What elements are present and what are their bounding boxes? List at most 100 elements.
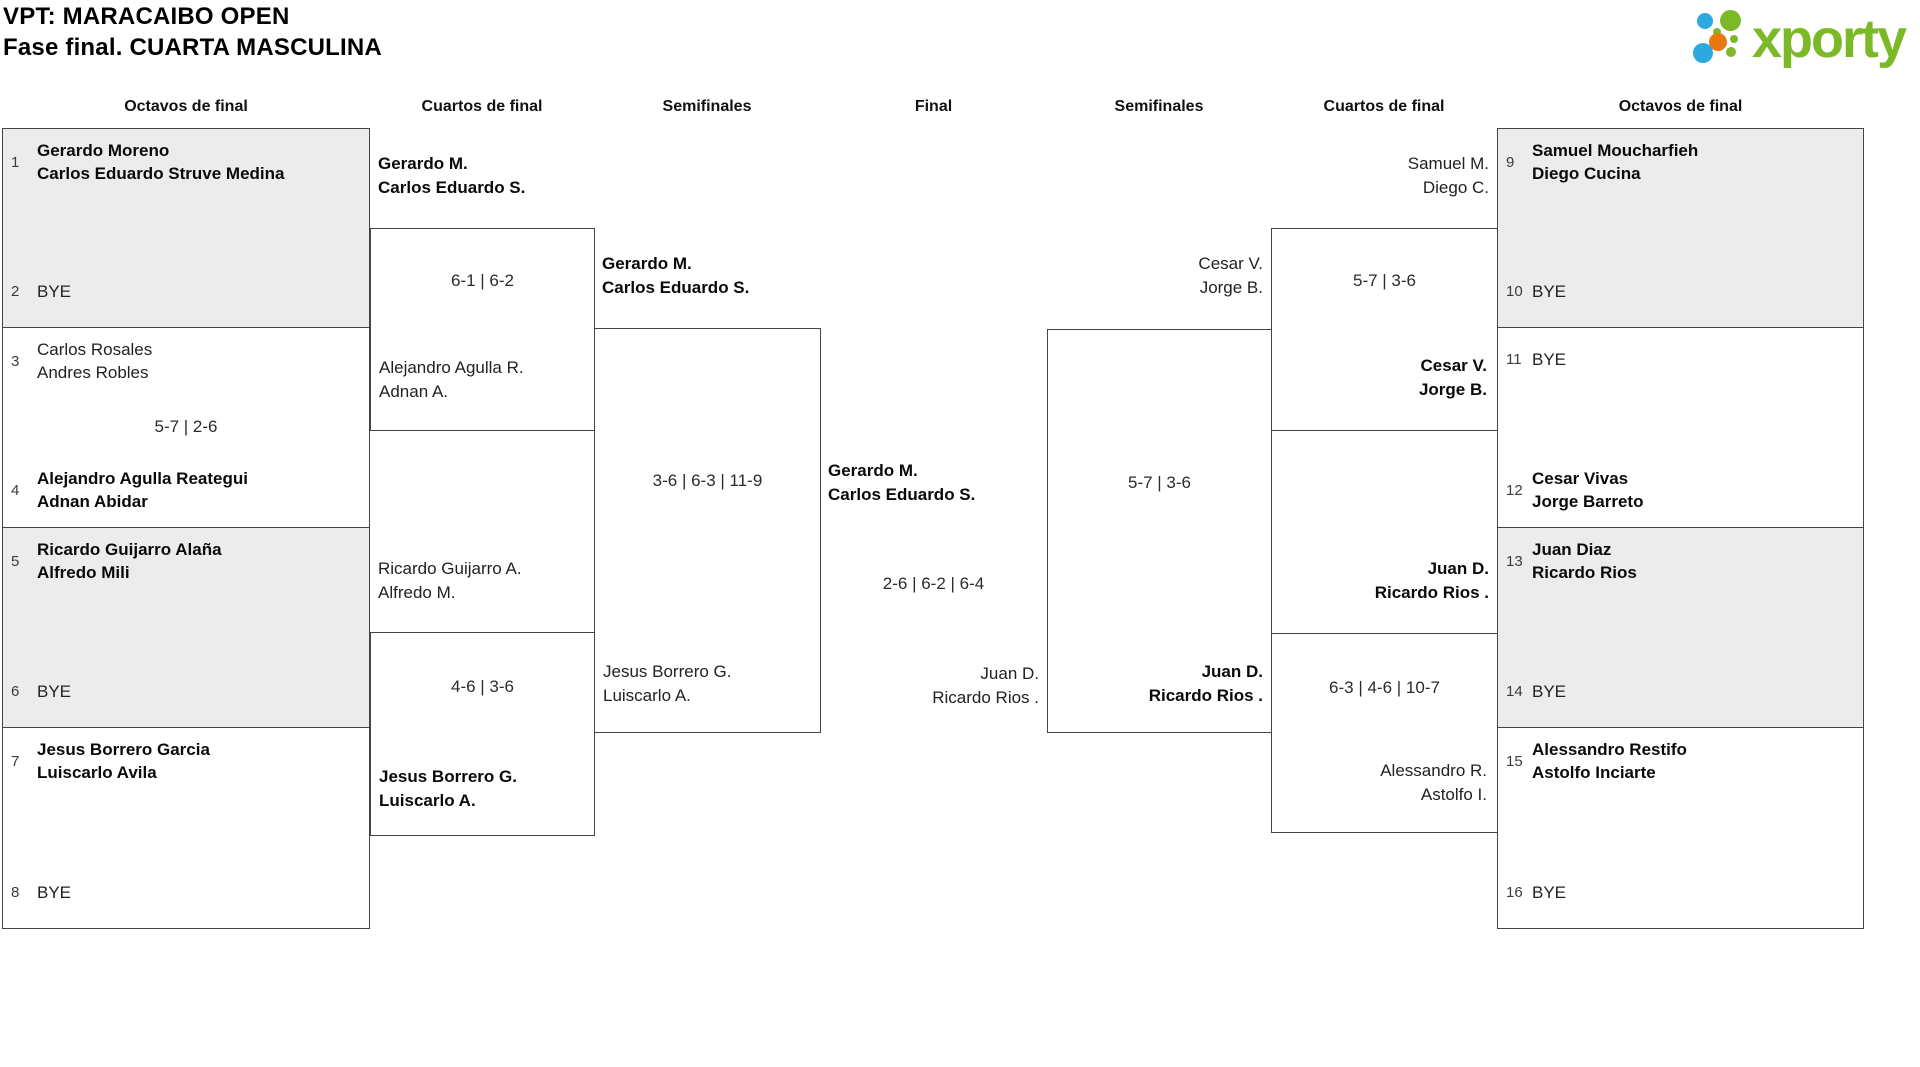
semifinal-right-box: 5-7 | 3-6 Juan D.Ricardo Rios .	[1047, 329, 1272, 733]
seed-number: 11	[1506, 351, 1522, 368]
match-score: 5-7 | 3-6	[1352, 271, 1416, 290]
team-names: BYE	[37, 682, 72, 701]
tournament-title: VPT: MARACAIBO OPEN	[3, 3, 290, 30]
cuartos-left-match-1: 6-1 | 6-2 Alejandro Agulla R.Adnan A.	[370, 228, 595, 431]
final-score: 2-6 | 6-2 | 6-4	[882, 574, 985, 593]
team-names: BYE	[1532, 682, 1567, 701]
logo-wordmark: xporty	[1752, 9, 1907, 69]
team-row: 11 BYE	[1506, 348, 1857, 371]
logo-dot-icon	[1720, 10, 1741, 31]
seed-number: 7	[11, 752, 20, 770]
cuartos-right-match-2: 6-3 | 4-6 | 10-7 Alessandro R.Astolfo I.	[1271, 633, 1498, 833]
team-names: BYE	[1532, 350, 1567, 369]
seed-number: 5	[11, 552, 20, 570]
logo-dot-icon	[1697, 13, 1713, 29]
team-label: Alessandro R.Astolfo I.	[1380, 761, 1487, 804]
round-header-octavos-left: Octavos de final	[124, 98, 248, 115]
phase-subtitle: Fase final. CUARTA MASCULINA	[3, 34, 382, 61]
match-score: 4-6 | 3-6	[450, 677, 514, 696]
seed-number: 13	[1506, 552, 1523, 570]
seed-number: 14	[1506, 683, 1523, 700]
seed-number: 10	[1506, 283, 1523, 300]
round-header-final: Final	[914, 98, 953, 115]
advancing-team-label: Samuel M.Diego C.	[1407, 154, 1489, 197]
round-header-cuartos-right: Cuartos de final	[1323, 98, 1445, 115]
seed-number: 8	[11, 884, 20, 901]
team-names: BYE	[37, 282, 72, 301]
team-label: Cesar V.Jorge B.	[1418, 356, 1487, 399]
logo-dot-icon	[1726, 47, 1736, 57]
seed-number: 3	[11, 352, 20, 370]
team-row: 16 BYE	[1506, 881, 1857, 904]
seed-number: 1	[11, 153, 20, 171]
team-names: BYE	[1532, 883, 1567, 902]
match-score: 6-3 | 4-6 | 10-7	[1329, 678, 1440, 697]
match-score: 6-1 | 6-2	[450, 271, 514, 290]
logo-dot-icon	[1709, 33, 1727, 51]
logo-dot-icon	[1730, 35, 1738, 43]
seed-number: 15	[1506, 752, 1523, 770]
seed-number: 9	[1506, 153, 1515, 171]
advancing-team-label: Gerardo M.Carlos Eduardo S.	[602, 254, 750, 297]
team-row: 10 BYE	[1506, 280, 1857, 303]
team-label: Alejandro Agulla R.Adnan A.	[379, 358, 524, 401]
xporty-logo: xporty	[1692, 8, 1920, 72]
team-names: BYE	[1532, 282, 1567, 301]
team-names: BYE	[37, 883, 72, 902]
seed-number: 16	[1506, 884, 1523, 901]
advancing-team-label: Gerardo M.Carlos Eduardo S.	[378, 154, 526, 197]
champion-label: Gerardo M.Carlos Eduardo S.	[828, 461, 976, 504]
cuartos-left-match-2: 4-6 | 3-6 Jesus Borrero G.Luiscarlo A.	[370, 632, 595, 836]
advancing-team-label: Cesar V.Jorge B.	[1198, 254, 1263, 297]
runner-up-label: Juan D.Ricardo Rios .	[932, 664, 1039, 707]
seed-number: 12	[1506, 481, 1523, 499]
team-label: Jesus Borrero G.Luiscarlo A.	[603, 662, 732, 705]
cuartos-right-match-1: 5-7 | 3-6 Cesar V.Jorge B.	[1271, 228, 1498, 431]
match-score: 5-7 | 3-6	[1127, 473, 1191, 492]
round-header-cuartos-left: Cuartos de final	[421, 98, 543, 115]
team-row: 14 BYE	[1506, 680, 1857, 703]
round-header-semis-left: Semifinales	[662, 98, 752, 115]
seed-number: 6	[11, 683, 20, 700]
semifinal-left-box: 3-6 | 6-3 | 11-9 Jesus Borrero G.Luiscar…	[594, 328, 821, 733]
advancing-team-label: Ricardo Guijarro A.Alfredo M.	[378, 559, 522, 602]
team-row: 2 BYE	[11, 280, 363, 303]
match-score: 3-6 | 6-3 | 11-9	[652, 471, 763, 490]
seed-number: 4	[11, 481, 20, 499]
team-label: Jesus Borrero G.Luiscarlo A.	[379, 767, 517, 810]
seed-number: 2	[11, 283, 20, 300]
round-header-octavos-right: Octavos de final	[1618, 98, 1743, 115]
match-score: 5-7 | 2-6	[154, 416, 218, 436]
team-row: 8 BYE	[11, 881, 363, 904]
advancing-team-label: Juan D.Ricardo Rios .	[1374, 559, 1489, 602]
logo-dot-icon	[1713, 28, 1721, 36]
team-label: Juan D.Ricardo Rios .	[1148, 662, 1263, 705]
round-header-semis-right: Semifinales	[1114, 98, 1204, 115]
